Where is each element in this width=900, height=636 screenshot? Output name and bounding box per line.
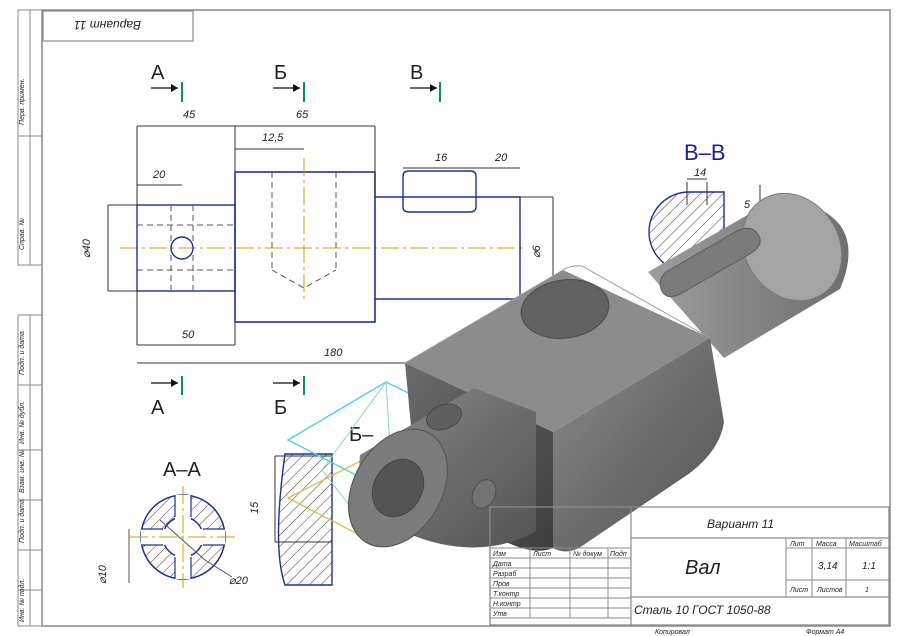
margin-label-5: Взам. инв. № [19, 449, 26, 493]
dim-50: 50 [182, 329, 195, 341]
dim-180: 180 [324, 347, 343, 359]
tb-mass-value: 3,14 [818, 561, 838, 572]
dim-phi40: ⌀40 [81, 238, 93, 258]
margin-label-7: Инв. № подл. [18, 579, 26, 622]
top-left-stamp-text: Вариант 11 [74, 18, 141, 32]
dim-5: 5 [744, 199, 751, 211]
section-title-vv: В–В [684, 140, 726, 165]
title-variant: Вариант 11 [707, 517, 774, 531]
dim-phi6: ⌀6 [531, 244, 543, 258]
tb-scale-label: Масштаб [849, 540, 883, 548]
dim-65: 65 [296, 109, 309, 121]
margin-label-2: Справ. № [19, 218, 26, 250]
tb-bottom-left: Копировал [655, 629, 690, 636]
tb-row-1: Изм [493, 551, 506, 558]
section-label-a-bottom: А [151, 397, 165, 419]
tb-row-7: Пров [493, 581, 510, 588]
tb-row-8: Т.контр [493, 591, 519, 598]
dim-phi20: ⌀20 [229, 575, 249, 587]
dim-16: 16 [435, 152, 448, 164]
dim-15-vertical: 15 [249, 501, 261, 514]
section-label-b-bottom: Б [274, 397, 287, 419]
tb-mass-label: Масса [816, 541, 837, 548]
dim-phi10: ⌀10 [97, 564, 109, 584]
tb-bottom-right: Формат А4 [806, 629, 844, 636]
section-markers: А Б В А Б [151, 62, 441, 419]
margin-label-1: Перв. примен. [19, 78, 26, 125]
section-aa: А–А ⌀10 ⌀20 [97, 459, 249, 588]
dim-12-5: 12,5 [262, 132, 284, 144]
tb-row-9: Н.контр [493, 601, 521, 608]
margin-label-4: Инв. № дубл. [18, 401, 26, 444]
tb-row-4: Подп [610, 550, 627, 558]
margin-label-3: Подп. и дата [18, 331, 26, 375]
tb-sheet-label: Лист [789, 587, 808, 594]
tb-scale-value: 1:1 [862, 561, 876, 572]
tb-row-3: № докум [573, 550, 602, 558]
section-title-b-partial: Б– [349, 424, 374, 446]
margin-label-6: Подп. и дата [18, 499, 26, 543]
top-left-stamp-box [42, 10, 194, 42]
dim-14: 14 [694, 167, 706, 179]
dim-45: 45 [183, 109, 196, 121]
tb-sheets-label: Листов [816, 587, 843, 594]
tb-lit-label: Лит [789, 541, 805, 548]
section-label-a-top: А [151, 62, 165, 84]
dim-20-left: 20 [152, 169, 166, 181]
tb-row-6: Разраб [493, 570, 517, 578]
section-label-b-top: Б [274, 62, 287, 84]
tb-sheets-value: 1 [865, 587, 869, 594]
title-part-name: Вал [685, 557, 721, 579]
tb-row-2: Лист [532, 551, 551, 558]
tb-row-5: Дата [492, 561, 512, 568]
dim-20-right: 20 [494, 152, 508, 164]
title-material: Сталь 10 ГОСТ 1050-88 [634, 603, 771, 617]
section-title-aa: А–А [163, 459, 201, 481]
section-label-v-top: В [410, 62, 423, 84]
title-block: Вариант 11 Вал Сталь 10 ГОСТ 1050-88 Лит… [489, 506, 890, 636]
tb-row-10: Утв [492, 611, 507, 618]
